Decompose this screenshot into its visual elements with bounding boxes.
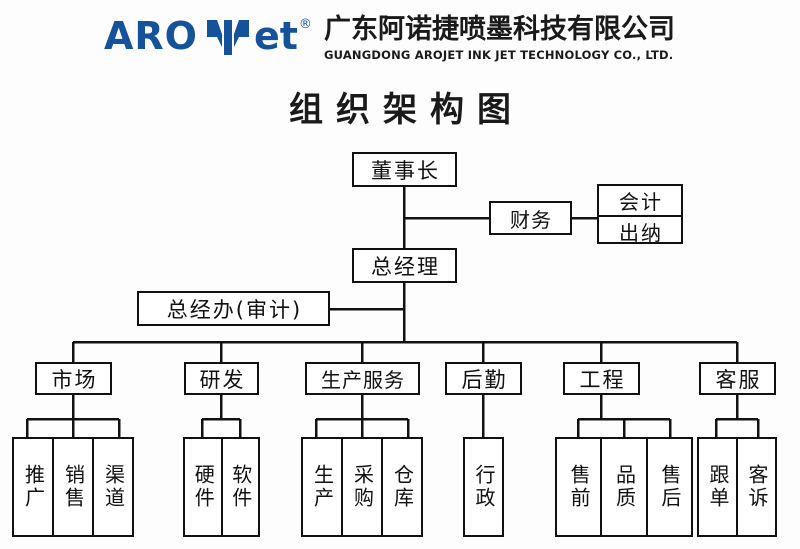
registered-trademark-icon: ® bbox=[298, 17, 312, 32]
node-accounting[interactable]: 会计 bbox=[619, 190, 663, 214]
node-cashier[interactable]: 出纳 bbox=[599, 215, 681, 246]
arojet-arrow-mark-icon bbox=[206, 17, 250, 57]
leafgroup-engineering: 售前 品质 售后 bbox=[555, 437, 693, 537]
node-department-engineering[interactable]: 工程 bbox=[563, 362, 640, 395]
node-hardware[interactable]: 硬件 bbox=[191, 464, 216, 510]
leafgroup-production-service: 生产 采购 仓库 bbox=[301, 437, 423, 537]
company-logo: ARO et ® bbox=[104, 16, 312, 62]
node-department-logistics[interactable]: 后勤 bbox=[445, 362, 522, 395]
logo-text-et: et bbox=[253, 14, 298, 58]
node-promotion[interactable]: 推广 bbox=[21, 464, 46, 510]
node-finance-children: 会计 出纳 bbox=[597, 184, 683, 246]
node-department-market[interactable]: 市场 bbox=[35, 362, 112, 395]
node-gm-office[interactable]: 总经办(审计) bbox=[137, 291, 330, 326]
node-after-sales[interactable]: 售后 bbox=[645, 439, 691, 535]
company-name-block: 广东阿诺捷喷墨科技有限公司 GUANGDONG AROJET INK JET T… bbox=[324, 14, 724, 63]
node-general-manager[interactable]: 总经理 bbox=[352, 248, 457, 283]
company-name-english: GUANGDONG AROJET INK JET TECHNOLOGY CO.,… bbox=[324, 48, 674, 62]
node-chairman[interactable]: 董事长 bbox=[352, 152, 457, 187]
node-production[interactable]: 生产 bbox=[310, 464, 335, 510]
node-order-follow-up[interactable]: 跟单 bbox=[706, 464, 730, 510]
leafgroup-logistics: 行政 bbox=[463, 437, 504, 537]
node-purchasing[interactable]: 采购 bbox=[341, 439, 381, 535]
node-department-production-service[interactable]: 生产服务 bbox=[305, 362, 420, 395]
node-customer-complaint[interactable]: 客诉 bbox=[736, 439, 775, 535]
node-warehouse[interactable]: 仓库 bbox=[381, 439, 421, 535]
leafgroup-rd: 硬件 软件 bbox=[183, 437, 260, 537]
node-sales[interactable]: 销售 bbox=[52, 439, 92, 535]
node-pre-sales[interactable]: 售前 bbox=[567, 464, 592, 510]
leafgroup-market: 推广 销售 渠道 bbox=[12, 437, 134, 537]
company-name-chinese: 广东阿诺捷喷墨科技有限公司 bbox=[324, 14, 675, 45]
node-software[interactable]: 软件 bbox=[220, 439, 259, 535]
node-finance[interactable]: 财务 bbox=[489, 201, 572, 235]
node-department-rd[interactable]: 研发 bbox=[184, 362, 259, 395]
leafgroup-customer-service: 跟单 客诉 bbox=[697, 437, 777, 537]
node-administration[interactable]: 行政 bbox=[472, 464, 496, 510]
node-quality[interactable]: 品质 bbox=[600, 439, 645, 535]
page-header: ARO et ® 广东阿诺捷喷墨科技有限公司 GUANGDONG AROJET … bbox=[0, 0, 800, 78]
node-channel[interactable]: 渠道 bbox=[92, 439, 132, 535]
node-department-customer-service[interactable]: 客服 bbox=[699, 362, 776, 395]
logo-text-aro: ARO bbox=[104, 14, 198, 58]
page-title: 组织架构图 bbox=[289, 90, 524, 130]
